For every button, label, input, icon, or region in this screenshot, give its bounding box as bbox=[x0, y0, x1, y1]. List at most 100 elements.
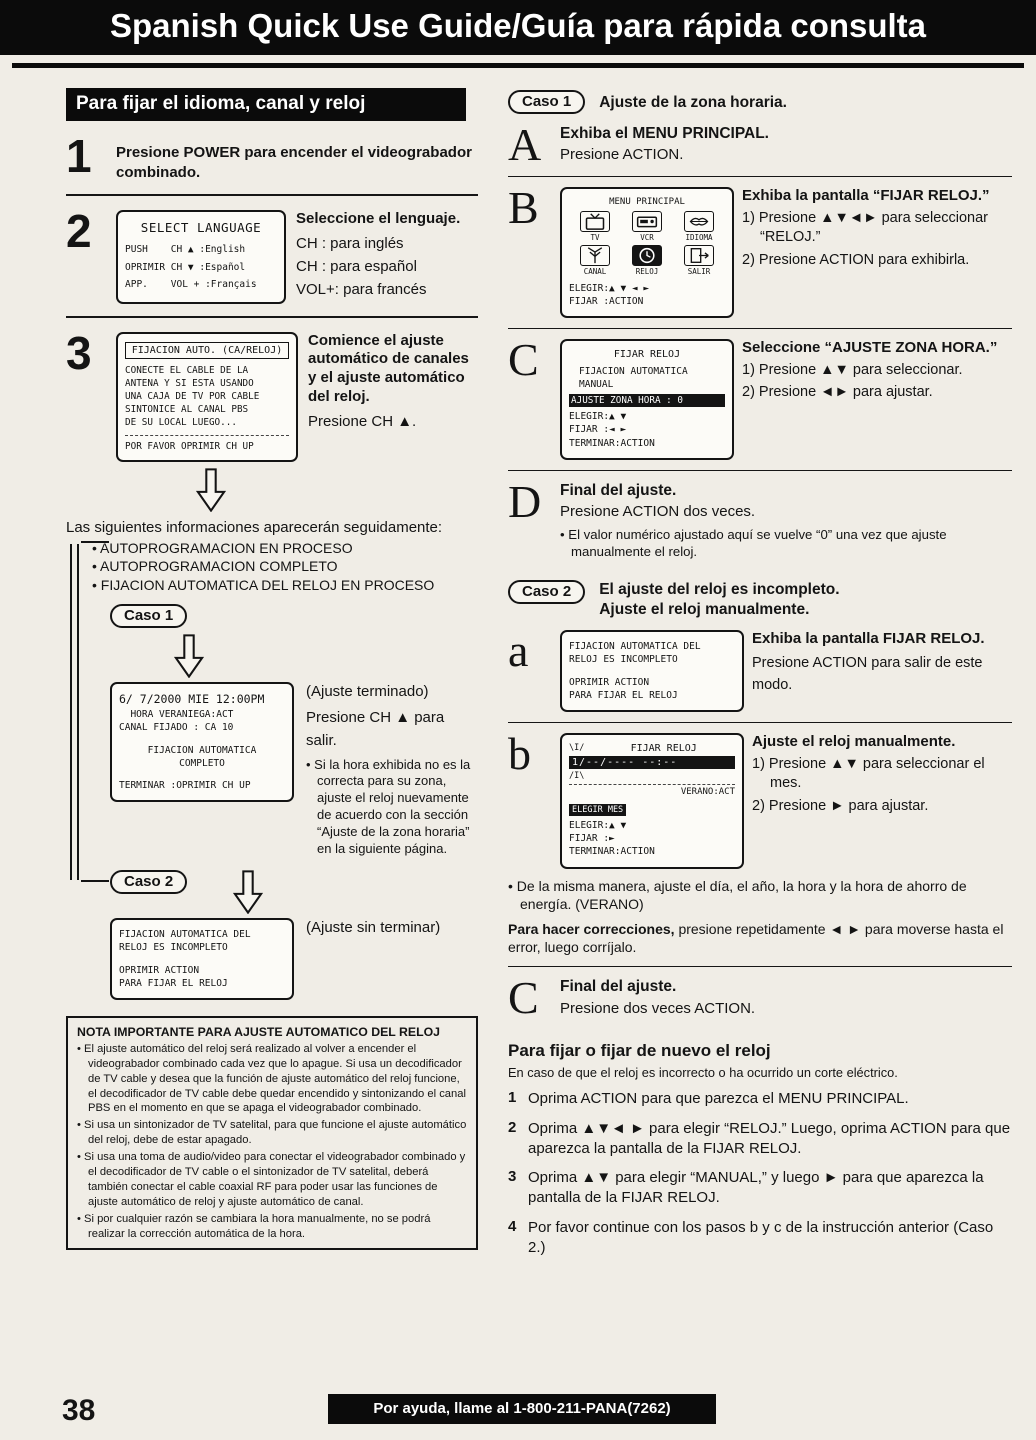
info-intro: Las siguientes informaciones aparecerán … bbox=[66, 518, 443, 536]
idioma-lips-icon bbox=[684, 210, 714, 232]
step-text: Final del ajuste. Presione dos veces ACT… bbox=[560, 977, 755, 1019]
caso1-result-row: 6/ 7/2000 MIE 12:00PM HORA VERANIEGA:ACT… bbox=[66, 681, 478, 858]
menu-item-label: TV bbox=[590, 232, 600, 242]
osd-line: RELOJ ES INCOMPLETO bbox=[569, 654, 678, 666]
tv-icon bbox=[580, 210, 610, 232]
divider bbox=[508, 722, 1012, 724]
osd-line: FIJAR :◄ ► bbox=[569, 424, 627, 436]
reset-section-heading: Para fijar o fijar de nuevo el reloj bbox=[508, 1041, 771, 1061]
menu-item-vcr: VCR bbox=[621, 210, 673, 242]
divider bbox=[508, 966, 1012, 968]
canal-antenna-icon bbox=[580, 244, 610, 266]
osd-fijar-reloj-screen: FIJAR RELOJ FIJACION AUTOMATICA MANUAL A… bbox=[560, 339, 734, 460]
left-column: Para fijar el idioma, canal y reloj 1 Pr… bbox=[66, 88, 478, 1258]
osd-highlighted-date-row: 1/--/---- --:-- bbox=[569, 756, 735, 770]
divider bbox=[508, 175, 1012, 177]
caption-item: 1) Presione ▲▼◄► para seleccionar “RELOJ… bbox=[742, 209, 989, 246]
divider bbox=[66, 315, 478, 318]
step-bullet: El valor numérico ajustado aquí se vuelv… bbox=[560, 526, 1012, 560]
caption-title: Comience el ajuste automático de canales… bbox=[308, 331, 469, 405]
step-caption: Exhiba la pantalla “FIJAR RELOJ.” 1) Pre… bbox=[742, 187, 1012, 270]
step-line: Presione dos veces ACTION. bbox=[560, 999, 756, 1017]
osd-datetime: 6/ 7/2000 MIE 12:00PM bbox=[119, 691, 265, 706]
step-number: 1 bbox=[66, 130, 92, 182]
note-bullet: El ajuste automático del reloj será real… bbox=[77, 1042, 467, 1116]
osd-footer: POR FAVOR OPRIMIR CH UP bbox=[125, 434, 289, 452]
osd-line bbox=[569, 666, 735, 676]
caption-title: Exhiba la pantalla FIJAR RELOJ. bbox=[752, 630, 985, 648]
vcr-icon bbox=[632, 210, 662, 232]
osd-line bbox=[119, 734, 285, 744]
step-letter: a bbox=[508, 625, 529, 677]
caso1-badge-row: Caso 1 bbox=[110, 603, 478, 628]
corrections-note: Para hacer correcciones, presione repeti… bbox=[508, 920, 1012, 957]
step-line: Presione ACTION. bbox=[560, 146, 684, 164]
step-letter: B bbox=[508, 181, 539, 233]
osd-line: RELOJ ES INCOMPLETO bbox=[119, 942, 228, 954]
osd-select-language-screen: SELECT LANGUAGE PUSH CH ▲ :English OPRIM… bbox=[116, 210, 286, 304]
reset-step: 1 Oprima ACTION para que parezca el MENU… bbox=[508, 1089, 1012, 1109]
caption-line: Presione CH ▲. bbox=[308, 412, 417, 430]
menu-item-label: CANAL bbox=[583, 266, 607, 276]
step-B: B MENU PRINCIPAL TV bbox=[508, 181, 1012, 319]
step-letter: C bbox=[508, 972, 539, 1024]
osd-title: SELECT LANGUAGE bbox=[140, 220, 262, 235]
help-phone-bar: Por ayuda, llame al 1-800-211-PANA(7262) bbox=[328, 1394, 716, 1424]
reset-step: 4 Por favor continue con los pasos b y c… bbox=[508, 1218, 1012, 1259]
step-line: Presione ACTION dos veces. bbox=[560, 502, 756, 520]
osd-line: TERMINAR :OPRIMIR CH UP bbox=[119, 780, 251, 792]
reset-step-text: Oprima ▲▼◄ ► para elegir “RELOJ.” Luego,… bbox=[528, 1119, 1011, 1157]
caption-title: Seleccione el lenguaje. bbox=[296, 210, 461, 227]
flow-section: Las siguientes informaciones aparecerán … bbox=[66, 518, 478, 914]
osd-line: FIJAR :ACTION bbox=[569, 296, 644, 307]
caso2-header: Caso 2 El ajuste del reloj es incompleto… bbox=[508, 579, 1012, 620]
caso2-title: El ajuste del reloj es incompleto. Ajust… bbox=[599, 580, 839, 620]
osd-auto-set-screen: FIJACION AUTO. (CA/RELOJ) CONECTE EL CAB… bbox=[116, 331, 298, 462]
osd-line: OPRIMIR ACTION bbox=[569, 676, 650, 688]
step-3: 3 FIJACION AUTO. (CA/RELOJ) CONECTE EL C… bbox=[66, 330, 478, 462]
reset-step-text: Oprima ACTION para que parezca el MENU P… bbox=[528, 1090, 909, 1108]
divider bbox=[66, 194, 478, 196]
osd-body: CONECTE EL CABLE DE LA ANTENA Y SI ESTA … bbox=[125, 364, 260, 428]
osd-line: MANUAL bbox=[579, 379, 614, 391]
flow-connector-line bbox=[70, 541, 109, 883]
step-2: 2 SELECT LANGUAGE PUSH CH ▲ :English OPR… bbox=[66, 205, 478, 304]
important-note-box: NOTA IMPORTANTE PARA AJUSTE AUTOMATICO D… bbox=[66, 1015, 478, 1251]
caption-title: Seleccione “AJUSTE ZONA HORA.” bbox=[742, 339, 998, 357]
info-bullet: FIJACION AUTOMATICA DEL RELOJ EN PROCESO bbox=[92, 576, 478, 594]
osd-line: FIJACION AUTOMATICA DEL bbox=[119, 928, 251, 940]
page-title-banner: Spanish Quick Use Guide/Guía para rápida… bbox=[0, 0, 1036, 55]
step-letter: A bbox=[508, 119, 542, 170]
osd-line: COMPLETO bbox=[179, 757, 225, 769]
osd-line: ELEGIR:▲ ▼ ◄ ► bbox=[569, 282, 650, 294]
salir-exit-icon bbox=[684, 244, 714, 266]
reset-step: 3 Oprima ▲▼ para elegir “MANUAL,” y lueg… bbox=[508, 1168, 1012, 1209]
menu-item-salir: SALIR bbox=[673, 244, 725, 276]
reloj-clock-icon bbox=[632, 244, 662, 266]
reset-step-number: 2 bbox=[508, 1118, 517, 1136]
caption-item: 1) Presione ▲▼ para seleccionar el mes. bbox=[752, 755, 985, 792]
note-title: NOTA IMPORTANTE PARA AJUSTE AUTOMATICO D… bbox=[77, 1024, 440, 1039]
menu-item-label: RELOJ bbox=[635, 266, 659, 276]
osd-line: FIJACION AUTOMATICA bbox=[147, 744, 257, 756]
caso1-badge: Caso 1 bbox=[508, 90, 586, 114]
osd-highlighted-line: AJUSTE ZONA HORA : 0 bbox=[569, 394, 725, 408]
caso1-badge: Caso 1 bbox=[110, 603, 188, 628]
down-arrow-icon bbox=[174, 634, 204, 678]
osd-title-row: \I/ FIJAR RELOJ bbox=[569, 743, 735, 754]
step-text: Exhiba el MENU PRINCIPAL. Presione ACTIO… bbox=[560, 124, 769, 166]
step-C-final: C Final del ajuste. Presione dos veces A… bbox=[508, 972, 1012, 1024]
osd-clock-complete-screen: 6/ 7/2000 MIE 12:00PM HORA VERANIEGA:ACT… bbox=[110, 681, 294, 803]
caso2-badge: Caso 2 bbox=[110, 869, 188, 894]
step-number: 2 bbox=[66, 205, 92, 257]
step-letter: D bbox=[508, 475, 542, 527]
reset-step-text: Oprima ▲▼ para elegir “MANUAL,” y luego … bbox=[528, 1169, 984, 1207]
reset-step-number: 4 bbox=[508, 1217, 517, 1235]
osd-line bbox=[119, 954, 285, 964]
osd-set-clock-screen: \I/ FIJAR RELOJ 1/--/---- --:-- /I\ VERA… bbox=[560, 733, 744, 869]
caption-line: Presione CH ▲ para salir. bbox=[306, 709, 445, 750]
menu-item-reloj-selected: RELOJ bbox=[621, 244, 673, 276]
page-number: 38 bbox=[62, 1394, 96, 1427]
menu-item-idioma: IDIOMA bbox=[673, 210, 725, 242]
osd-line: CANAL FIJADO : CA 10 bbox=[119, 721, 234, 733]
